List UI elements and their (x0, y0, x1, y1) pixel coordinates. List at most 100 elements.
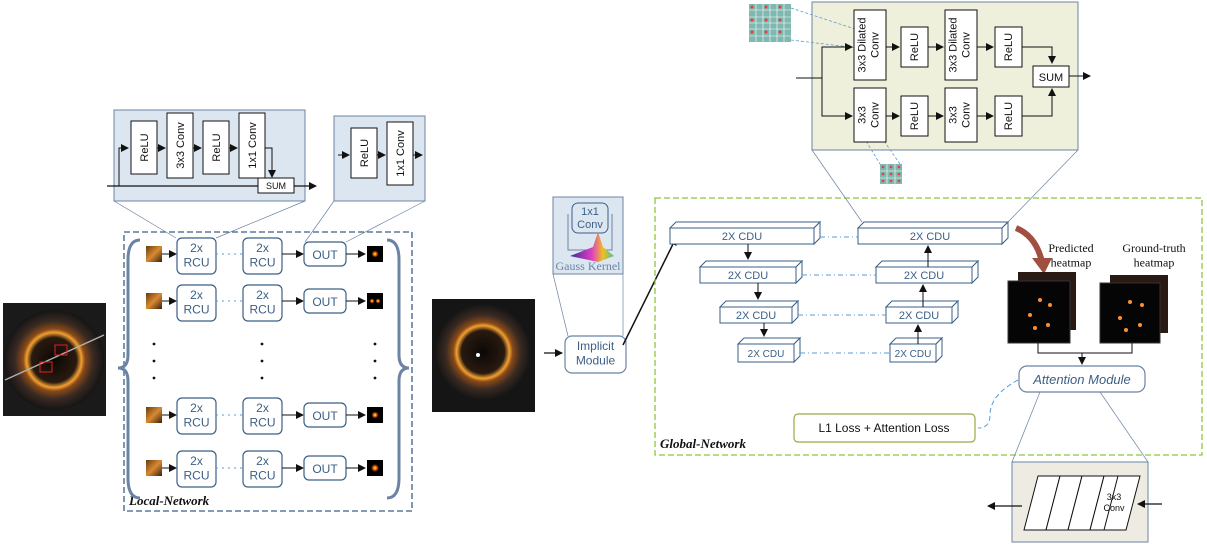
cdu-label: 2X CDU (895, 349, 932, 360)
out-detail-block: ReLU 1x1 Conv (304, 115, 426, 243)
sum-box (257, 177, 295, 194)
global-network-frame (654, 197, 1203, 456)
cdu-block: 2X CDU (668, 220, 822, 246)
attention-module-label: Attention Module (1032, 372, 1131, 387)
cdu-block: 2X CDU (884, 299, 960, 325)
gauss-kernel-label: Gauss Kernel (556, 259, 622, 273)
cdu-block: 2X CDU (736, 336, 802, 364)
cdu-block: 2X CDU (718, 299, 800, 325)
cdu-label: 2X CDU (899, 310, 939, 322)
loss-box (793, 413, 976, 443)
conv-label: 1x1 Conv (395, 130, 407, 177)
ground-truth-heatmap (1099, 275, 1168, 344)
local-network-title: Local-Network (128, 493, 210, 508)
rcu-box (242, 237, 283, 275)
cdu-label: 2X CDU (748, 349, 785, 360)
conv-label: 1x1 Conv (247, 122, 259, 169)
implicit-module-box (564, 335, 627, 374)
attention-module-box (1018, 365, 1146, 393)
dilated-conv-label: 3x3 DilatedConv (947, 17, 972, 72)
rcu-box (242, 284, 283, 322)
cdu-block: 2X CDU (698, 259, 804, 285)
loss-label: L1 Loss + Attention Loss (818, 421, 949, 435)
out-label: OUT (312, 295, 338, 309)
dilated-conv-box (944, 9, 978, 81)
patch-thumb (146, 293, 162, 309)
relu-label: ReLU (139, 133, 151, 161)
global-network-title: Global-Network (660, 436, 746, 451)
rcu-detail-block: ReLU 3x3 Conv ReLU 1x1 Conv SUM (107, 109, 317, 239)
output-arrow (1014, 225, 1052, 274)
cdu-block: 2X CDU (874, 259, 980, 285)
relu-box (994, 26, 1023, 68)
relu-box (202, 120, 230, 175)
relu-box (350, 127, 378, 179)
rcu-box (242, 397, 283, 435)
relu-box (900, 95, 929, 137)
conv-label: 3x3 Conv (175, 122, 187, 169)
out-label: OUT (312, 409, 338, 423)
relu-box (900, 26, 929, 68)
relu-label: ReLU (359, 139, 371, 167)
conv-box (571, 202, 609, 234)
rcu-box (176, 397, 217, 435)
conv-box (853, 87, 887, 143)
rcu-box (242, 450, 283, 488)
cdu-block: 2X CDU (888, 336, 944, 364)
relu-box (130, 120, 158, 175)
relu-label: ReLU (1003, 33, 1015, 61)
dilated-conv-box (853, 9, 887, 81)
input-oct-image (3, 303, 106, 416)
cdu-block: 2X CDU (856, 220, 1010, 246)
out-label: OUT (312, 462, 338, 476)
patch-thumb (146, 246, 162, 262)
left-brace (117, 238, 141, 500)
relu-label: ReLU (909, 33, 921, 61)
rcu-box (176, 284, 217, 322)
dilated-kernel-icon (749, 4, 791, 42)
cdu-label: 2X CDU (736, 310, 776, 322)
relu-box (994, 95, 1023, 137)
sum-label: SUM (1039, 72, 1063, 84)
conv-box (166, 112, 194, 179)
conv-label: 3x3Conv (856, 102, 881, 128)
vertical-ellipsis (152, 342, 377, 380)
rcu-box (176, 237, 217, 275)
relu-label: ReLU (909, 102, 921, 130)
cdu-label: 2X CDU (722, 231, 762, 243)
patch-thumb (146, 407, 162, 423)
conv-box (238, 112, 266, 179)
cdu-label: 2X CDU (728, 270, 768, 282)
cdu-label: 2X CDU (910, 231, 950, 243)
heatmap-thumb (367, 293, 383, 309)
conv-box (944, 87, 978, 143)
sum-label: SUM (266, 181, 286, 191)
conv-kernel-icon (880, 164, 902, 184)
rcu-box (176, 450, 217, 488)
relu-label: ReLU (211, 133, 223, 161)
conv-label: 3x3Conv (947, 102, 972, 128)
merged-oct-image (432, 299, 535, 412)
cdu-detail-block: 3x3 DilatedConv ReLU 3x3 DilatedConv ReL… (749, 1, 1091, 223)
cdu-encoder-decoder: 2X CDU 2X CDU 2X CDU 2X CDU 2X C (668, 220, 1010, 364)
conv-box (386, 121, 414, 186)
